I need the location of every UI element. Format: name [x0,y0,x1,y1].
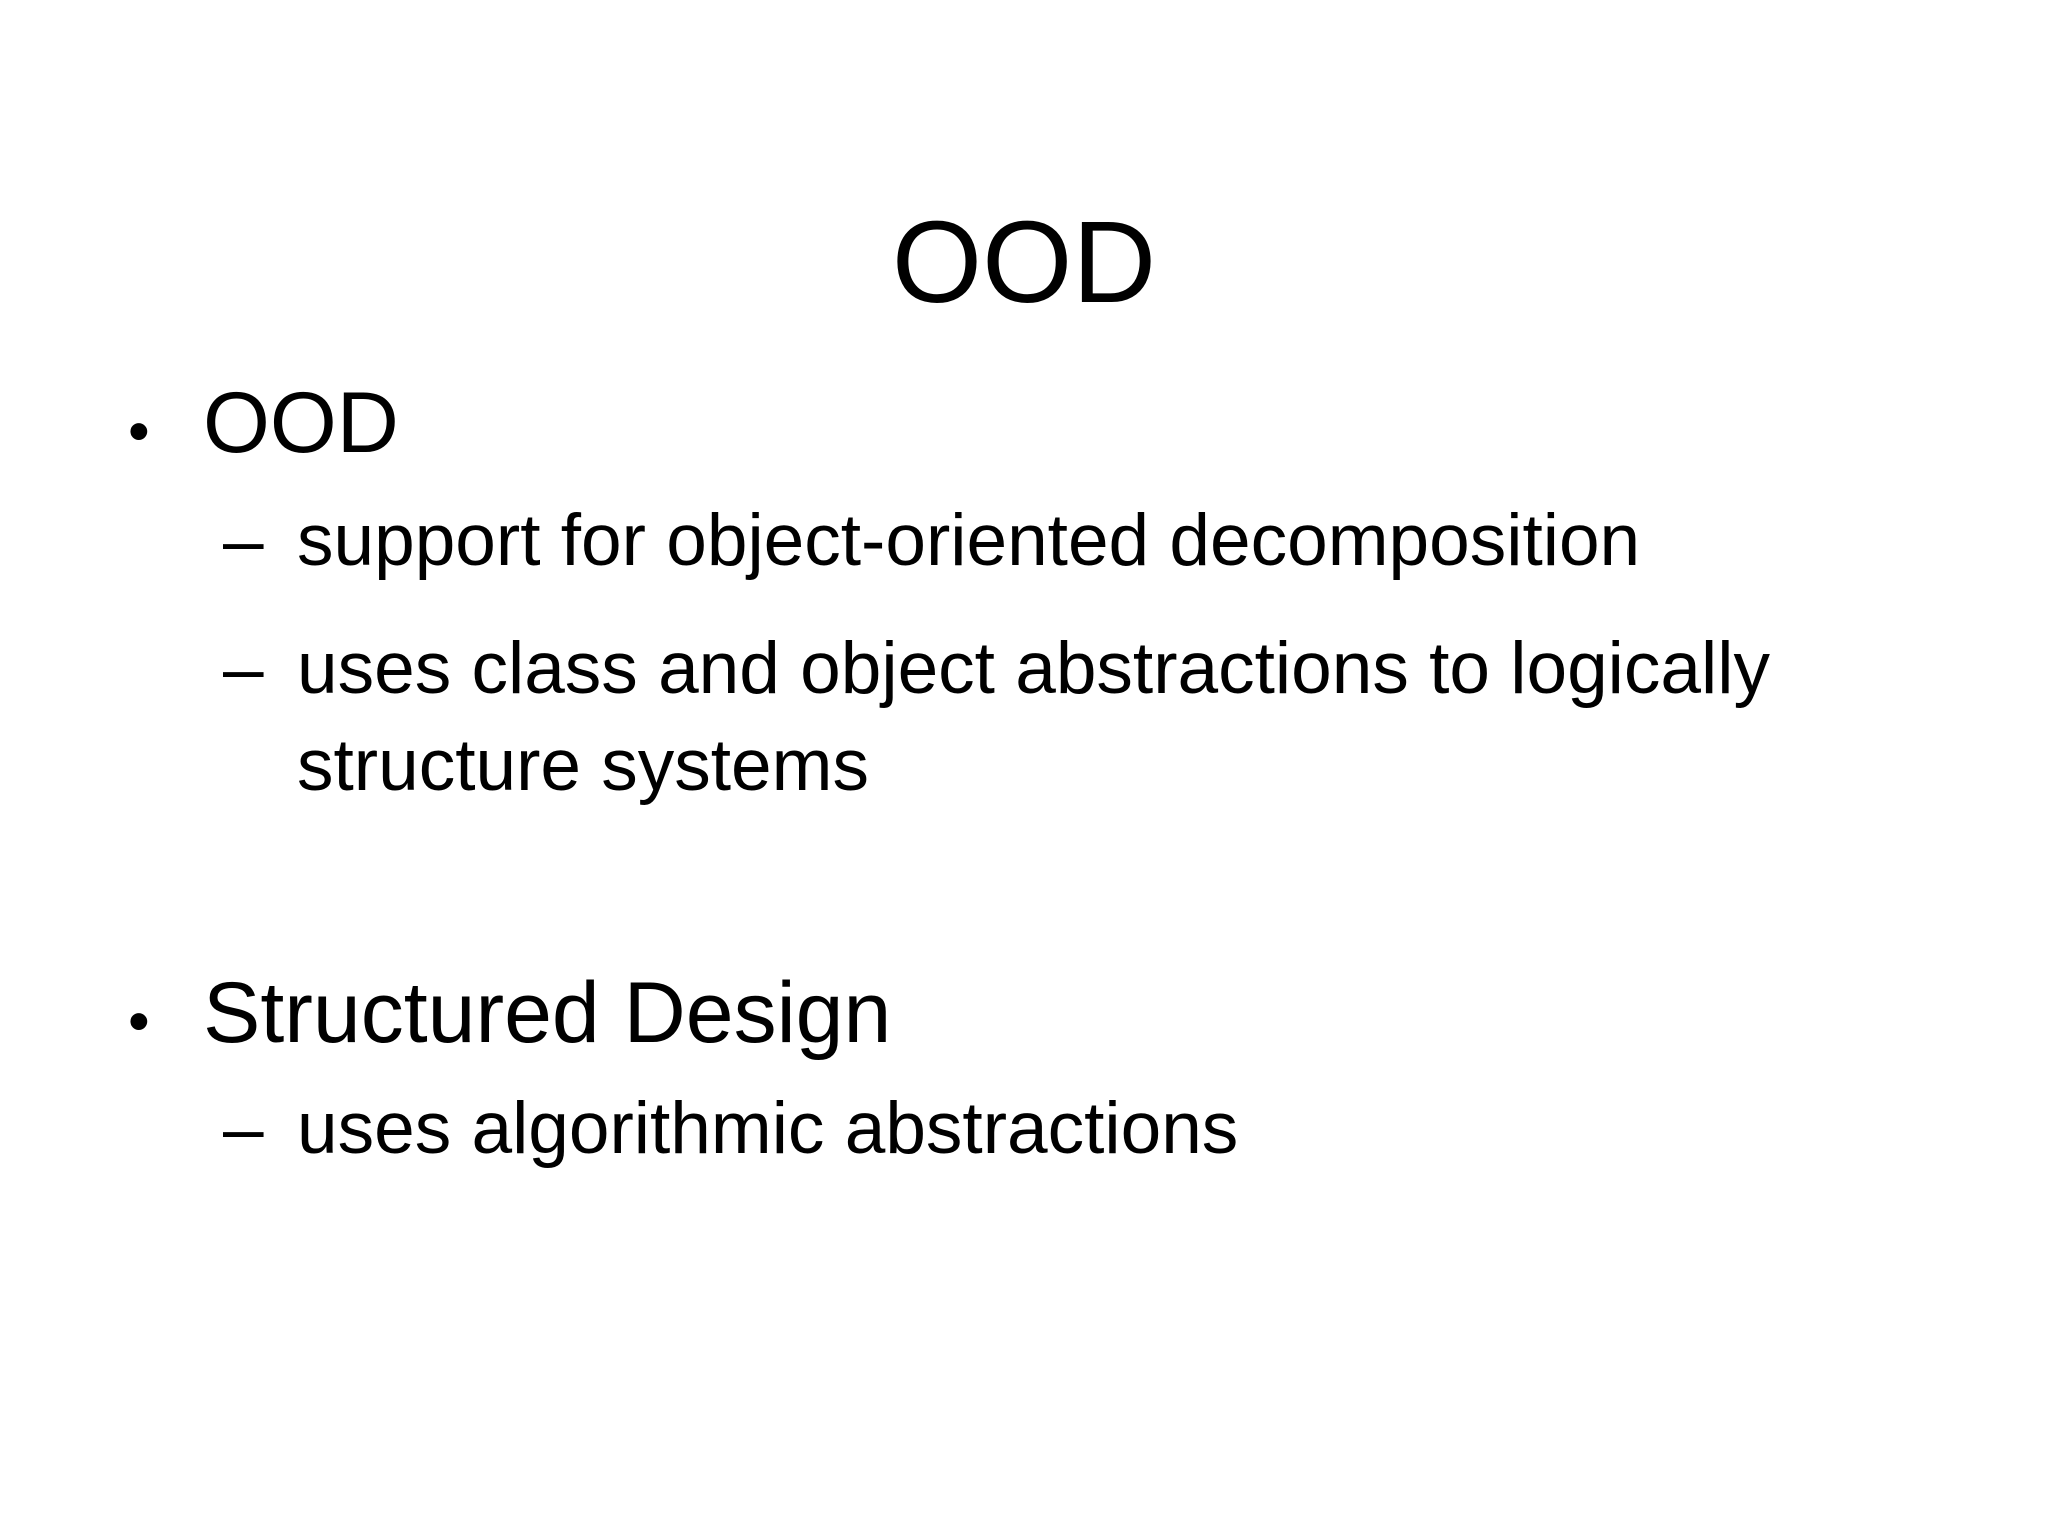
bullet-item-structured-design: • Structured Design [128,956,891,1070]
bullet-dot-icon: • [128,397,150,466]
slide-title: OOD [891,196,1157,327]
dash-bullet-icon: – [223,1088,264,1169]
sub-bullet-text: support for object-oriented decompositio… [297,500,1641,581]
dash-bullet-icon: – [223,500,264,581]
bullet-label: Structured Design [203,965,892,1061]
bullet-dot-icon: • [128,987,150,1056]
sub-bullet-class-object-abstractions: – uses class and object abstractions to … [223,620,1847,814]
dash-bullet-icon: – [223,628,264,709]
sub-bullet-support-decomposition: – support for object-oriented decomposit… [223,492,1640,589]
sub-bullet-algorithmic-abstractions: – uses algorithmic abstractions [223,1080,1238,1177]
sub-bullet-text: uses class and object abstractions to lo… [297,628,1770,807]
sub-bullet-text: uses algorithmic abstractions [297,1088,1239,1169]
bullet-label: OOD [203,375,399,471]
bullet-item-ood: • OOD [128,366,399,480]
